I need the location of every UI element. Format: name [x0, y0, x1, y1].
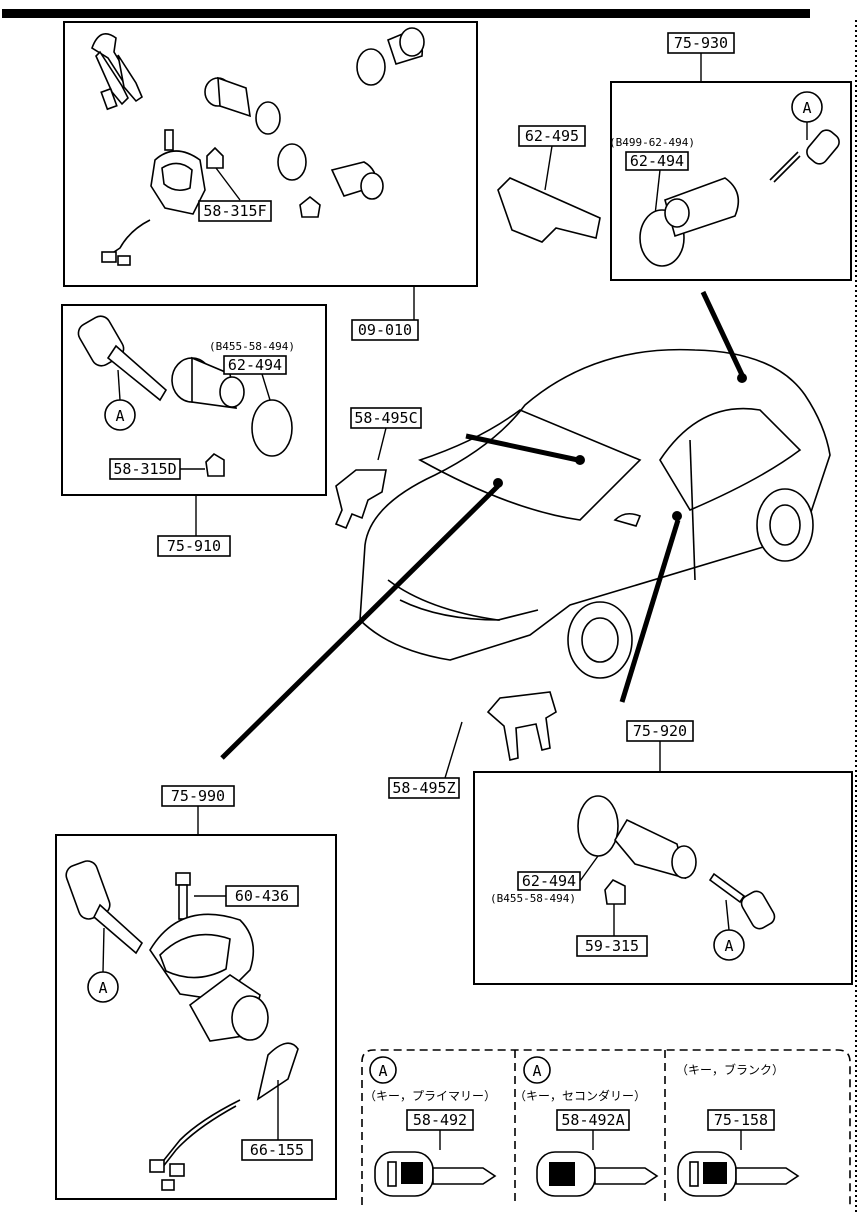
part-58-495C: 58-495C [334, 407, 422, 530]
marker-a [369, 1056, 397, 1084]
key-icon [769, 129, 840, 183]
callout-58-492A: 58-492A [561, 1111, 624, 1129]
clip-icon [299, 195, 321, 218]
group-75-930-frame [610, 81, 852, 281]
marker-a-label: A [532, 1062, 541, 1080]
key-icon [708, 872, 776, 930]
clip-icon [206, 146, 224, 169]
callout-62-495: 62-495 [525, 127, 579, 145]
key-icon [536, 1151, 659, 1197]
key-note-secondary: （キー，セコンダリー） [514, 1088, 646, 1103]
group-75-910: A (B455-58-494) 62-494 58-315D 75-910 [61, 304, 327, 557]
callout-75-920: 75-920 [633, 722, 687, 740]
key-icon [65, 860, 144, 955]
group-75-990: 75-990 A 60-436 66-1 [55, 785, 337, 1200]
callout-62-494-left: 62-494 [228, 356, 282, 374]
callout-58-492: 58-492 [413, 1111, 467, 1129]
lock-cylinder-icon [277, 143, 384, 218]
part-58-495Z: 58-495Z [388, 691, 557, 799]
leader-line [465, 433, 579, 463]
callout-58-315D: 58-315D [113, 460, 176, 478]
lock-cylinder-icon [614, 818, 697, 880]
group-75-990-frame [55, 834, 337, 1200]
callout-58-315F: 58-315F [203, 202, 266, 220]
callout-B455-left: (B455-58-494) [209, 340, 295, 353]
callout-58-495Z: 58-495Z [392, 779, 455, 797]
key-icon [77, 315, 168, 402]
callout-62-494-top: 62-494 [630, 152, 684, 170]
gasket-icon [251, 399, 293, 457]
gasket-icon [577, 795, 619, 857]
marker-a-label: A [724, 937, 733, 955]
clip-icon [486, 691, 557, 761]
key-table: A （キー，プライマリー） 58-492 A （キー，セコンダリー） 58-49… [361, 1049, 851, 1205]
key-icon [374, 1151, 497, 1197]
clip-icon [205, 452, 225, 477]
gasket-icon [277, 143, 307, 181]
clip-icon [604, 878, 626, 905]
group-75-920: 75-920 62-494 (B455-58-494) 59-315 A [473, 720, 853, 985]
key-note-primary: （キー，プライマリー） [364, 1089, 496, 1103]
callout-58-495C: 58-495C [354, 409, 417, 427]
ignition-switch-icon [149, 913, 299, 1191]
car-icon [359, 348, 831, 679]
gasket-icon [356, 48, 386, 86]
key-icon [91, 32, 143, 111]
callout-59-315: 59-315 [585, 937, 639, 955]
leader-line [619, 519, 681, 703]
group-09-010: 58-315F 09-010 [63, 21, 478, 341]
clip-icon [334, 469, 387, 530]
lock-cylinder-icon [204, 76, 281, 135]
part-62-495: 62-495 [497, 125, 601, 243]
ignition-switch-icon [101, 129, 206, 266]
group-75-920-frame [473, 771, 853, 985]
callout-66-155: 66-155 [250, 1141, 304, 1159]
leader-line [700, 290, 746, 379]
marker-a-label: A [378, 1062, 387, 1080]
bolt-icon [175, 872, 191, 920]
lock-cylinder-icon [664, 177, 740, 238]
callout-62-494-right: 62-494 [522, 872, 576, 890]
group-09-010-frame [63, 21, 478, 287]
callout-09-010: 09-010 [358, 321, 412, 339]
marker-a [523, 1056, 551, 1084]
key-note-blank: （キー，ブランク） [676, 1062, 784, 1077]
gasket-icon [255, 101, 281, 135]
callout-75-158: 75-158 [714, 1111, 768, 1129]
top-bar [2, 9, 810, 18]
group-75-930: 75-930 (B499-62-494) 62-494 A [609, 32, 852, 281]
callout-75-910: 75-910 [167, 537, 221, 555]
marker-a-label: A [98, 979, 107, 997]
clip-icon [497, 177, 601, 243]
leader-line [220, 484, 500, 760]
marker-a-label: A [115, 407, 124, 425]
callout-75-990: 75-990 [171, 787, 225, 805]
lock-cylinder-icon [356, 27, 425, 86]
key-icon [677, 1151, 800, 1197]
group-75-910-frame [61, 304, 327, 496]
callout-B455-right: (B455-58-494) [490, 892, 576, 905]
callout-B499: (B499-62-494) [609, 136, 695, 149]
callout-75-930: 75-930 [674, 34, 728, 52]
callout-60-436: 60-436 [235, 887, 289, 905]
lock-cylinder-icon [171, 356, 245, 409]
marker-a-label: A [802, 99, 811, 117]
